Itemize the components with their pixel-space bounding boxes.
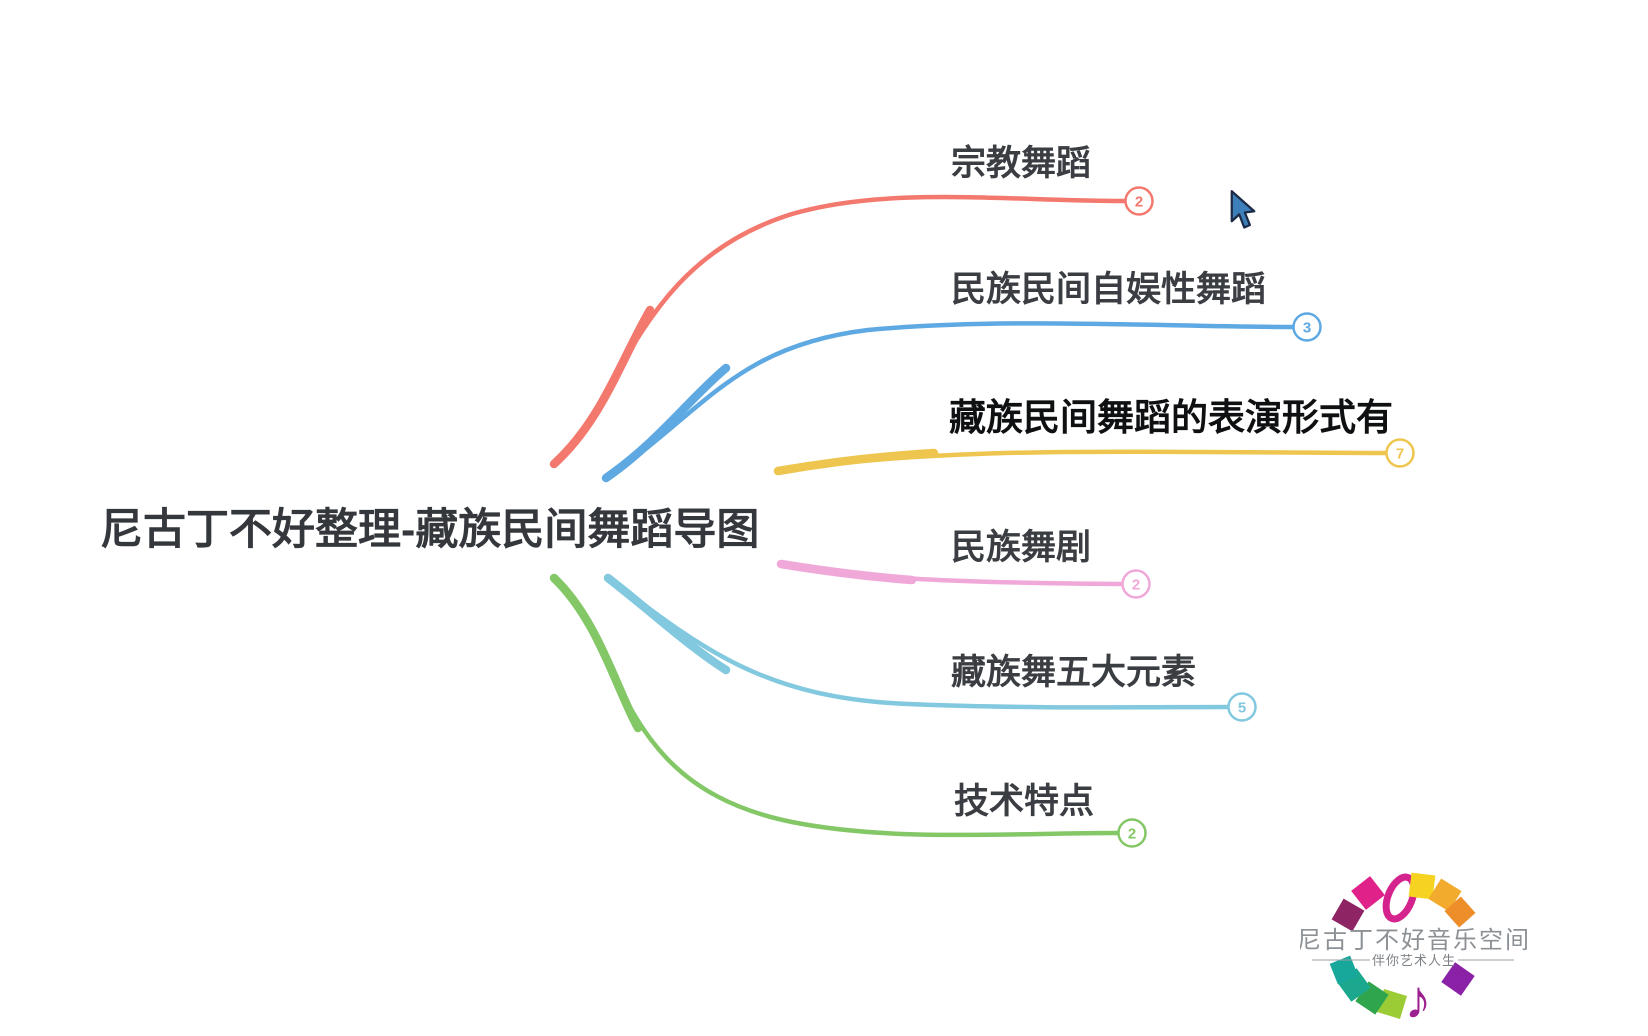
branch-node-performance-forms[interactable]: 藏族民间舞蹈的表演形式有 bbox=[949, 397, 1393, 438]
badge-ring[interactable] bbox=[1227, 692, 1257, 722]
ring-square bbox=[1408, 872, 1436, 900]
logo-subtitle: 伴你艺术人生 bbox=[1372, 953, 1456, 968]
branch-line-root bbox=[776, 559, 917, 585]
branch-line-root bbox=[603, 573, 731, 675]
child-count-badge[interactable]: 3 bbox=[1292, 312, 1322, 342]
branch-node-ethnic-dance-drama[interactable]: 民族舞剧 bbox=[951, 528, 1092, 567]
branch-curve-religious-dance bbox=[549, 194, 1128, 469]
branch-node-folk-self-entertaining[interactable]: 民族民间自娱性舞蹈 bbox=[951, 270, 1267, 309]
logo-color-ring bbox=[1329, 872, 1476, 1019]
branch-line-root bbox=[773, 448, 939, 476]
branch-line-root bbox=[601, 363, 731, 483]
watermark-logo: ♪ 尼古丁不好音乐空间 伴你艺术人生 bbox=[1300, 872, 1530, 1030]
branch-node-religious-dance[interactable]: 宗教舞蹈 bbox=[951, 144, 1092, 183]
ring-square bbox=[1444, 896, 1476, 928]
child-count-badge[interactable]: 2 bbox=[1121, 569, 1151, 599]
badge-count: 5 bbox=[1238, 700, 1246, 717]
branch-curve-ethnic-dance-drama bbox=[776, 559, 1125, 587]
badge-ring[interactable] bbox=[1385, 438, 1415, 468]
branch-node-technical-features[interactable]: 技术特点 bbox=[954, 782, 1095, 821]
branch-line bbox=[605, 575, 1231, 710]
ring-square bbox=[1331, 898, 1365, 932]
branch-line-root bbox=[549, 573, 643, 733]
child-count-badge[interactable]: 2 bbox=[1117, 818, 1147, 848]
ring-square bbox=[1441, 962, 1475, 996]
logo-loop-ribbon bbox=[1382, 873, 1418, 923]
child-count-badge[interactable]: 2 bbox=[1124, 186, 1154, 216]
ring-square bbox=[1329, 955, 1359, 985]
mouse-cursor-icon bbox=[1230, 190, 1256, 229]
branch-curve-folk-self-entertaining bbox=[601, 321, 1296, 483]
badge-ring[interactable] bbox=[1292, 312, 1322, 342]
badge-ring[interactable] bbox=[1117, 818, 1147, 848]
child-count-badge[interactable]: 7 bbox=[1385, 438, 1415, 468]
branch-line-root bbox=[549, 305, 655, 469]
central-topic[interactable]: 尼古丁不好整理-藏族民间舞蹈导图 bbox=[100, 506, 760, 554]
child-count-badge[interactable]: 5 bbox=[1227, 692, 1257, 722]
badge-count: 7 bbox=[1396, 446, 1404, 463]
badge-count: 2 bbox=[1132, 577, 1140, 594]
branch-line bbox=[603, 321, 1296, 481]
branch-curve-five-elements bbox=[603, 573, 1231, 710]
badge-count: 3 bbox=[1303, 320, 1311, 337]
ring-square bbox=[1351, 876, 1385, 910]
badge-count: 2 bbox=[1128, 826, 1136, 843]
branch-curve-technical-features bbox=[549, 573, 1121, 838]
logo-title: 尼古丁不好音乐空间 bbox=[1300, 927, 1530, 954]
badge-ring[interactable] bbox=[1121, 569, 1151, 599]
branch-curve-performance-forms bbox=[773, 448, 1389, 476]
music-note-icon: ♪ bbox=[1405, 970, 1432, 1030]
cursor-arrow bbox=[1230, 190, 1256, 229]
badge-count: 2 bbox=[1135, 194, 1143, 211]
branch-node-five-elements[interactable]: 藏族舞五大元素 bbox=[951, 653, 1197, 692]
badge-ring[interactable] bbox=[1124, 186, 1154, 216]
